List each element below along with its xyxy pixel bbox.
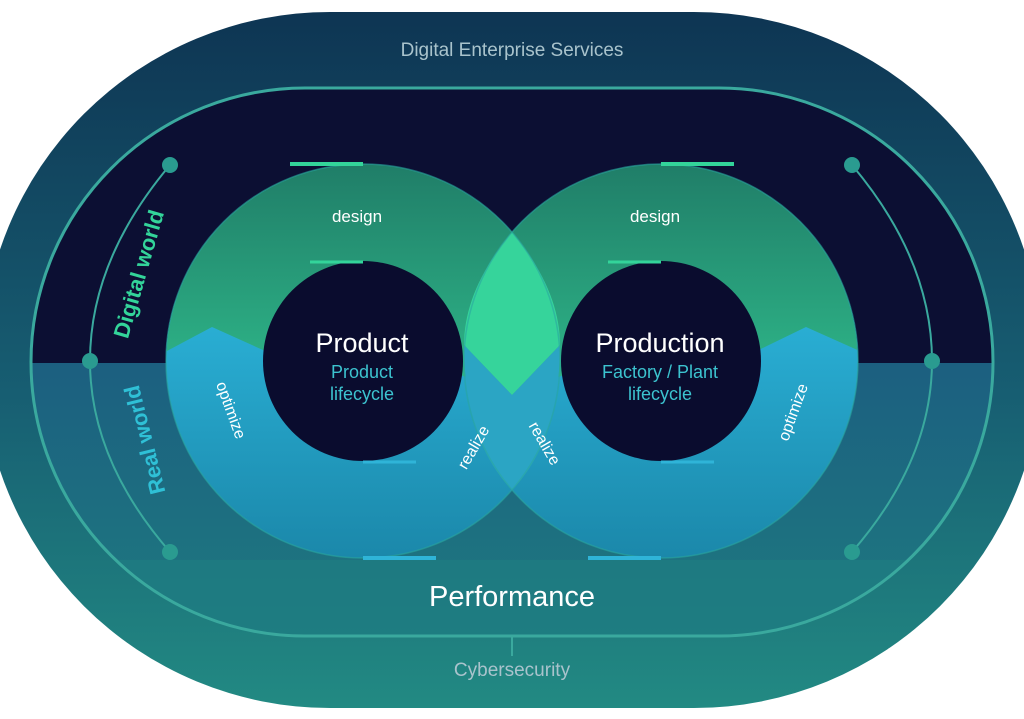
production-core [561,261,761,461]
production-design-label: design [630,207,680,226]
product-design-label: design [332,207,382,226]
guide-dot [82,353,98,369]
production-subtitle-line1: Factory / Plant [602,362,718,382]
guide-dot [162,544,178,560]
product-core [263,261,463,461]
production-subtitle-line2: lifecycle [628,384,692,404]
guide-dot [844,544,860,560]
overlap-lens-green [464,232,560,395]
guide-dot [844,157,860,173]
cybersecurity-label: Cybersecurity [454,660,571,681]
inner-stadium-outline [29,86,995,638]
product-title: Product [315,328,409,358]
guide-dot [162,157,178,173]
product-subtitle-line1: Product [331,362,393,382]
digital-enterprise-services-label: Digital Enterprise Services [401,40,624,61]
production-title: Production [595,328,724,358]
performance-label: Performance [429,581,595,613]
product-subtitle-line2: lifecycle [330,384,394,404]
guide-dot [924,353,940,369]
